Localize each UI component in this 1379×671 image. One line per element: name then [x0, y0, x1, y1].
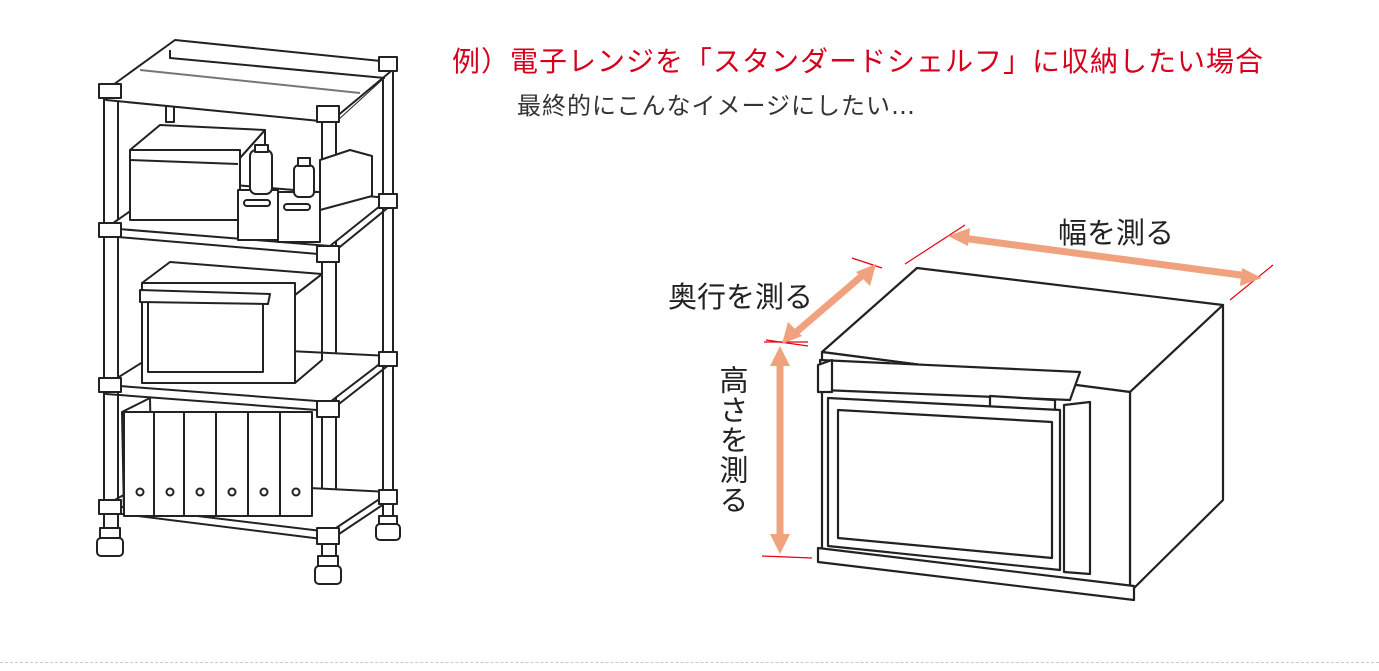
page-subheading: 最終的にこんなイメージにしたい… — [517, 92, 917, 120]
measure-arrows — [770, 228, 1262, 554]
dashed-divider — [0, 662, 1379, 663]
microwave-body — [816, 266, 1225, 602]
guide-lines — [761, 224, 1274, 559]
height-label: 高さを測る — [715, 365, 749, 515]
width-label: 幅を測る — [1058, 216, 1175, 250]
depth-label: 奥行を測る — [668, 280, 814, 314]
page-heading: 例）電子レンジを「スタンダードシェルフ」に収納したい場合 — [452, 45, 1265, 78]
